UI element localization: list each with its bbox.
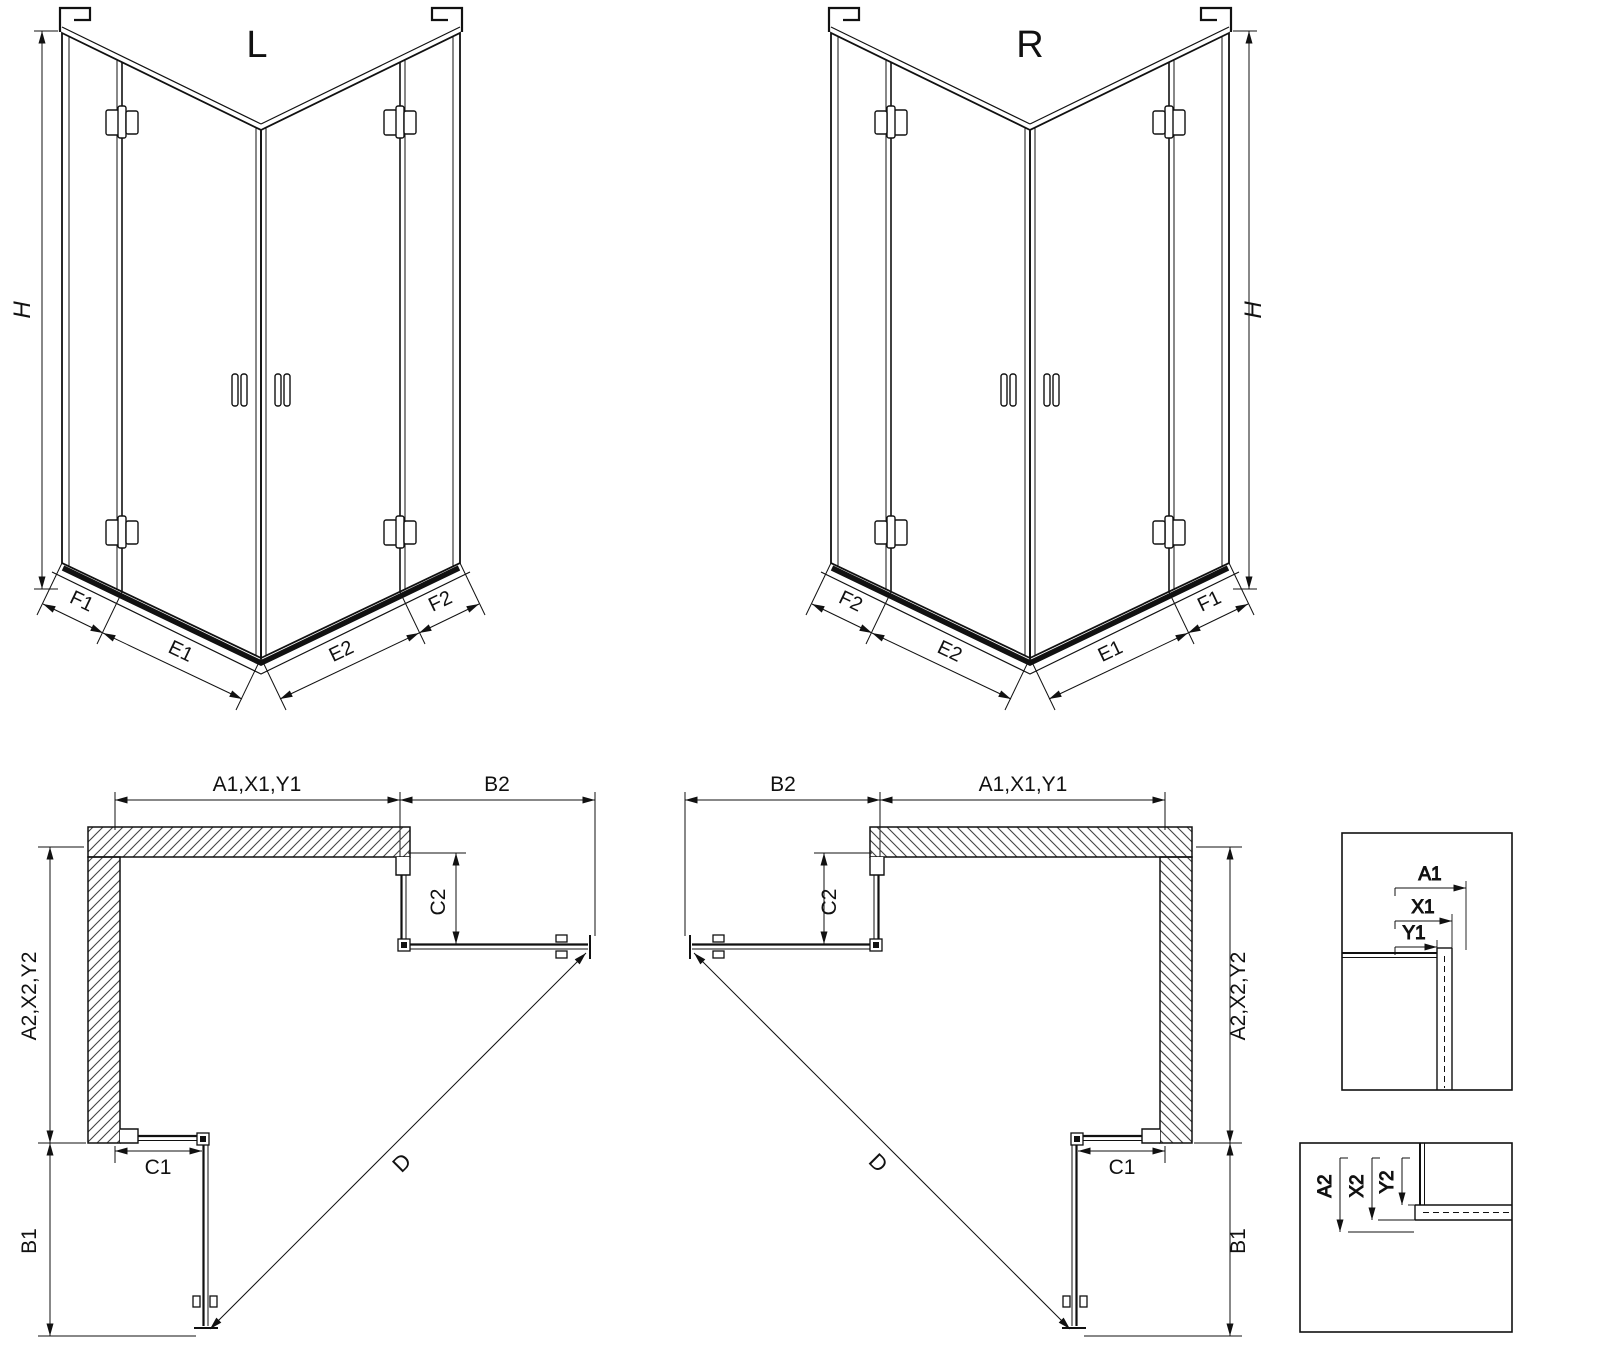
iso-right-variant-label: R: [1016, 24, 1043, 66]
detail-width-box: A1 X1 Y1: [1341, 832, 1513, 1091]
plan-left-b1-label: B1: [18, 1228, 41, 1254]
detail-depth-box: A2 X2 Y2: [1299, 1142, 1513, 1333]
plan-left-b2-label: B2: [484, 773, 510, 796]
plan-view-right: B2 A1,X1,Y1 C2 A2,X2,Y2 C1 B1 D: [685, 773, 1250, 1336]
plan-left-top-width-label: A1,X1,Y1: [213, 773, 302, 796]
iso-left-height-label: H: [9, 301, 36, 319]
plan-right-side-depth-label: A2,X2,Y2: [1227, 952, 1250, 1041]
plan-left-c1-label: C1: [145, 1156, 172, 1179]
detail-a1-label: A1: [1418, 864, 1441, 885]
plan-right-top-width-label: A1,X1,Y1: [979, 773, 1068, 796]
plan-left-c2-label: C2: [427, 889, 450, 916]
plan-right-c1-label: C1: [1109, 1156, 1136, 1179]
detail-x2-label: X2: [1347, 1174, 1368, 1197]
plan-right-c2-label: C2: [818, 889, 841, 916]
iso-right-height-label: H: [1240, 301, 1267, 319]
detail-y1-label: Y1: [1402, 923, 1425, 944]
plan-left-side-depth-label: A2,X2,Y2: [18, 952, 41, 1041]
plan-right-b1-label: B1: [1227, 1228, 1250, 1254]
detail-x1-label: X1: [1411, 897, 1434, 918]
detail-a2-label: A2: [1315, 1174, 1336, 1197]
plan-right-b2-label: B2: [770, 773, 796, 796]
detail-y2-label: Y2: [1377, 1170, 1398, 1193]
iso-left-variant-label: L: [246, 24, 267, 66]
